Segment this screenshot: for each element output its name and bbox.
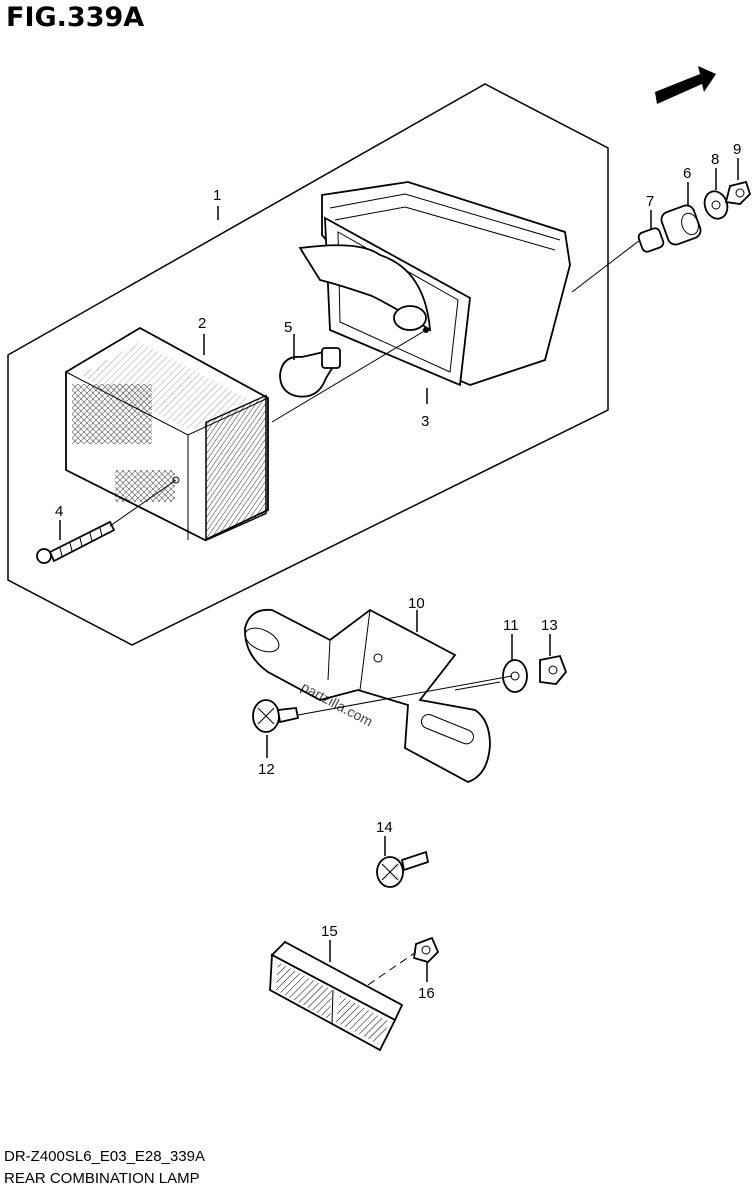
housing-part xyxy=(298,181,571,387)
callout-5: 5 xyxy=(284,319,292,336)
reflector-part xyxy=(269,940,404,1052)
callout-12: 12 xyxy=(258,761,275,778)
callout-13: 13 xyxy=(541,617,558,634)
callout-6: 6 xyxy=(683,165,691,182)
callout-15: 15 xyxy=(321,923,338,940)
bulb-part xyxy=(279,347,341,398)
leader-lines xyxy=(59,158,739,986)
callout-7: 7 xyxy=(646,193,654,210)
callout-14: 14 xyxy=(376,819,393,836)
reflector-nut-part xyxy=(412,936,440,964)
callout-4: 4 xyxy=(55,503,63,520)
mount-hardware xyxy=(637,180,752,253)
bracket-part xyxy=(244,608,491,783)
bolt-part xyxy=(252,699,300,733)
screw-part xyxy=(36,520,116,564)
callout-10: 10 xyxy=(408,595,425,612)
diagram-name: REAR COMBINATION LAMP xyxy=(4,1170,200,1187)
callout-1: 1 xyxy=(213,187,221,204)
reflector-screw-part xyxy=(376,850,430,888)
figure-title: FIG.339A xyxy=(6,2,145,33)
diagram-code: DR-Z400SL6_E03_E28_339A xyxy=(4,1148,205,1165)
assembly-outline xyxy=(7,83,609,646)
callout-8: 8 xyxy=(711,151,719,168)
lens-part xyxy=(65,326,269,542)
fwd-arrow-icon: FWD xyxy=(655,66,716,118)
callout-16: 16 xyxy=(418,985,435,1002)
callout-2: 2 xyxy=(198,315,206,332)
callout-labels: 1 2 3 4 5 6 7 8 9 10 11 12 13 14 15 16 xyxy=(55,141,741,1002)
callout-3: 3 xyxy=(421,413,429,430)
callout-11: 11 xyxy=(503,617,519,634)
callout-9: 9 xyxy=(733,141,741,158)
bracket-hardware xyxy=(502,654,568,693)
